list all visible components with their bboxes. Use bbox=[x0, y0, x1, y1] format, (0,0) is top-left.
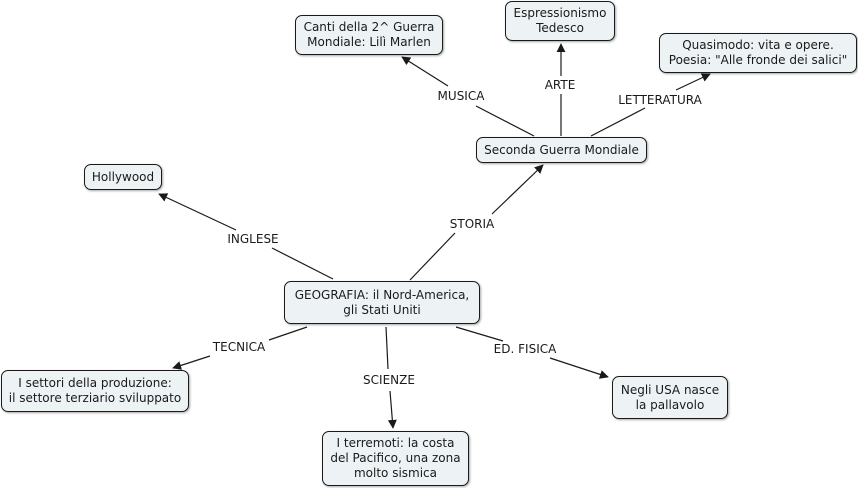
link-line-scienze-1 bbox=[385, 326, 389, 370]
link-label-letteratura: LETTERATURA bbox=[616, 93, 704, 107]
link-label-ed-fisica: ED. FISICA bbox=[491, 342, 559, 356]
link-line-tecnica-1 bbox=[268, 326, 308, 341]
link-label-inglese: INGLESE bbox=[225, 232, 281, 246]
concept-hollywood[interactable]: Hollywood bbox=[84, 164, 162, 190]
link-line-edfisica-2 bbox=[549, 357, 609, 379]
concept-seconda-guerra-mondiale[interactable]: Seconda Guerra Mondiale bbox=[476, 137, 647, 163]
link-line-musica-2 bbox=[401, 56, 449, 87]
concept-espressionismo-tedesco[interactable]: Espressionismo Tedesco bbox=[505, 1, 615, 41]
link-line-storia-1 bbox=[409, 232, 456, 281]
concept-settori-produzione[interactable]: I settori della produzione: il settore t… bbox=[1, 370, 189, 412]
link-label-arte: ARTE bbox=[542, 78, 578, 92]
link-line-musica-1 bbox=[475, 105, 535, 137]
link-line-letteratura-2 bbox=[675, 73, 711, 91]
link-line-scienze-2 bbox=[387, 390, 397, 429]
link-line-tecnica-2 bbox=[172, 355, 211, 370]
link-line-inglese-2 bbox=[158, 193, 237, 231]
concept-canti-seconda-guerra[interactable]: Canti della 2^ Guerra Mondiale: Lilì Mar… bbox=[295, 15, 443, 55]
link-line-inglese-1 bbox=[271, 247, 334, 280]
concept-terremoti[interactable]: I terremoti: la costa del Pacifico, una … bbox=[322, 431, 469, 486]
link-label-storia: STORIA bbox=[447, 217, 497, 231]
concept-quasimodo[interactable]: Quasimodo: vita e opere. Poesia: "Alle f… bbox=[659, 33, 857, 73]
concept-pallavolo[interactable]: Negli USA nasce la pallavolo bbox=[612, 376, 728, 419]
link-line-letteratura-1 bbox=[590, 107, 646, 137]
link-line-storia-2 bbox=[491, 164, 544, 215]
link-label-tecnica: TECNICA bbox=[210, 340, 268, 354]
link-label-musica: MUSICA bbox=[435, 89, 487, 103]
link-label-scienze: SCIENZE bbox=[361, 373, 417, 387]
link-line-edfisica-1 bbox=[455, 326, 504, 342]
concept-geografia-nord-america[interactable]: GEOGRAFIA: il Nord-America, gli Stati Un… bbox=[284, 281, 480, 324]
